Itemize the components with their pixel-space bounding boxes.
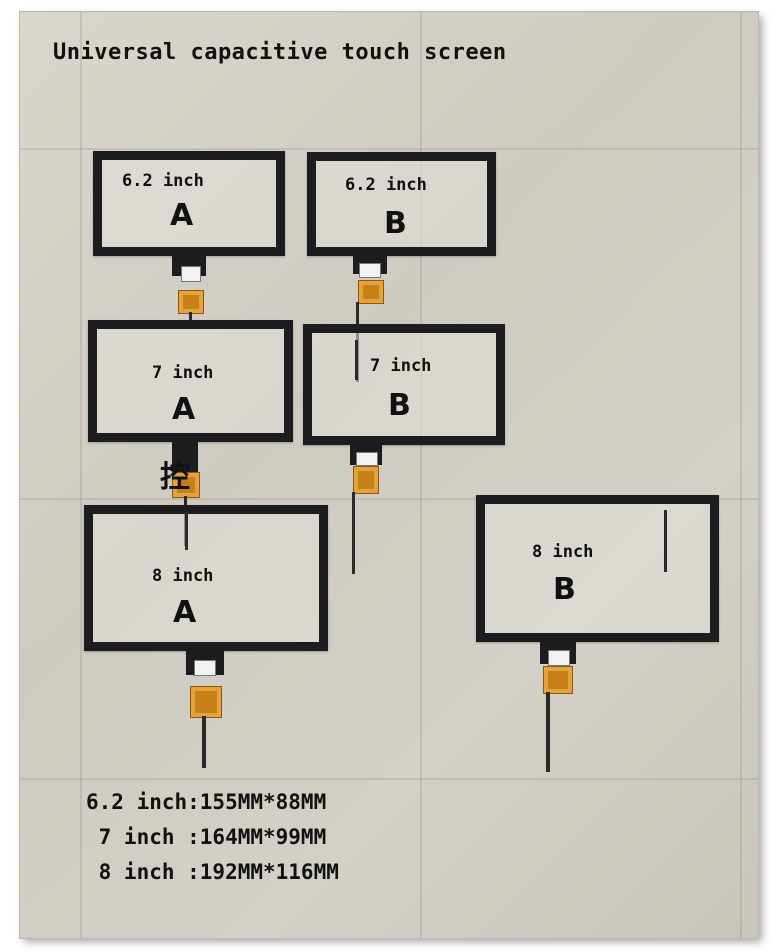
panel-size-label: 8 inch bbox=[532, 542, 594, 562]
controller-chip bbox=[178, 290, 204, 314]
cable-sticker bbox=[194, 660, 216, 676]
spec-line-8: 8 inch :192MM*116MM bbox=[86, 860, 339, 884]
panel-size-label: 7 inch bbox=[370, 356, 432, 376]
panel-size-label: 6.2 inch bbox=[345, 175, 427, 195]
flex-cable-tail bbox=[546, 692, 550, 772]
touch-panel-7-a bbox=[88, 320, 293, 442]
panel-variant-label: A bbox=[172, 392, 196, 427]
touch-panel-6-2-b bbox=[307, 152, 496, 256]
touch-panel-7-b bbox=[303, 324, 505, 445]
flex-cable-tail bbox=[664, 510, 667, 572]
panel-size-label: 8 inch bbox=[152, 566, 214, 586]
panel-size-label: 6.2 inch bbox=[122, 171, 204, 191]
cable-sticker bbox=[181, 266, 201, 282]
cable-sticker bbox=[548, 650, 570, 666]
panel-variant-label: B bbox=[388, 388, 411, 423]
controller-chip bbox=[190, 686, 222, 718]
controller-chip bbox=[358, 280, 384, 304]
flex-cable-tail bbox=[352, 492, 355, 574]
spec-line-6-2: 6.2 inch:155MM*88MM bbox=[86, 790, 327, 814]
touch-panel-8-a bbox=[84, 505, 328, 651]
flex-cable-tail bbox=[355, 340, 358, 380]
cjk-character: 控 bbox=[160, 460, 190, 495]
cable-sticker bbox=[359, 263, 381, 278]
controller-chip bbox=[543, 666, 573, 694]
flex-cable-tail bbox=[189, 312, 192, 324]
controller-chip bbox=[353, 466, 379, 494]
panel-variant-label: B bbox=[384, 206, 407, 241]
page-title: Universal capacitive touch screen bbox=[53, 40, 507, 65]
panel-variant-label: A bbox=[170, 198, 194, 233]
spec-line-7: 7 inch :164MM*99MM bbox=[86, 825, 327, 849]
flex-cable bbox=[172, 442, 198, 472]
panel-variant-label: A bbox=[173, 595, 197, 630]
cable-sticker bbox=[356, 452, 378, 466]
touch-panel-6-2-a bbox=[93, 151, 285, 256]
panel-size-label: 7 inch bbox=[152, 363, 214, 383]
touch-panel-8-b bbox=[476, 495, 719, 642]
flex-cable-tail bbox=[185, 512, 188, 550]
flex-cable-tail bbox=[202, 716, 206, 768]
panel-variant-label: B bbox=[553, 572, 576, 607]
